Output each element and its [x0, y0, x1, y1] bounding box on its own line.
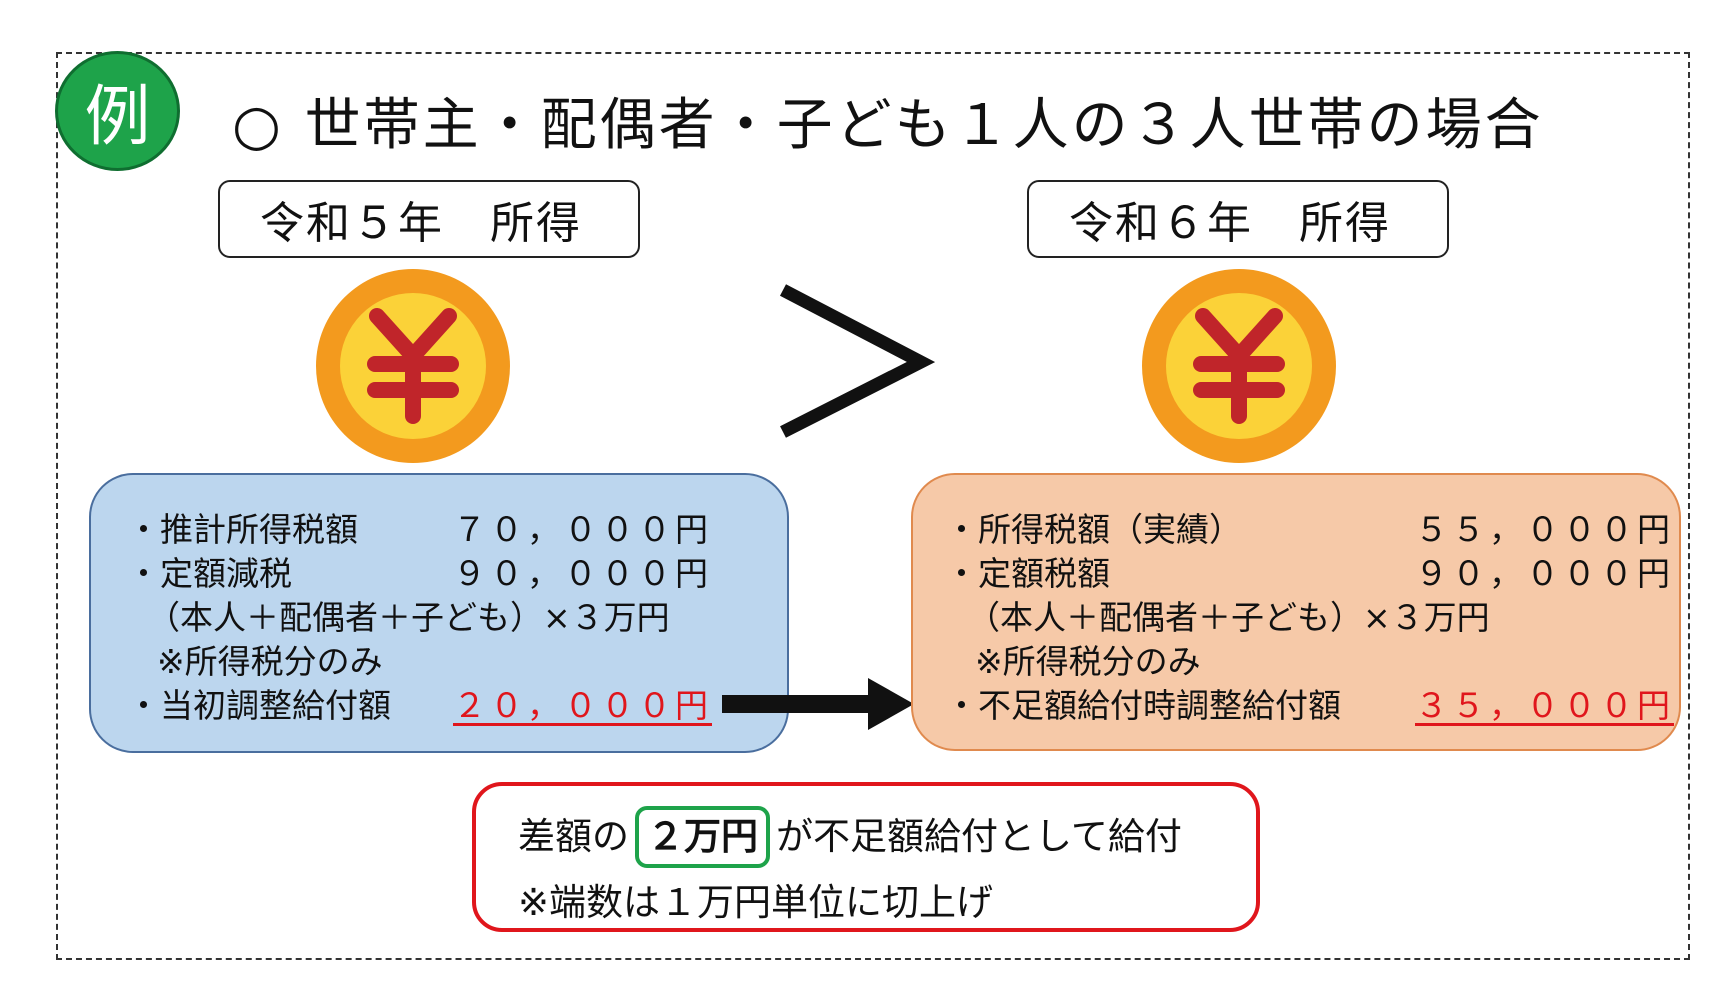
row-value: ９０，０００円 — [1415, 554, 1674, 593]
year-label-left: 令和５年 所得 — [218, 180, 640, 258]
row-value: ７０，０００円 — [453, 510, 712, 549]
actual-tax-panel: ・所得税額（実績） ５５，０００円 ・定額税額 ９０，０００円 （本人＋配偶者＋… — [911, 473, 1681, 751]
row-label: （本人＋配偶者＋子ども）×３万円 — [147, 598, 670, 637]
yen-coin-icon — [316, 269, 510, 463]
row-label: ※所得税分のみ — [975, 642, 1201, 681]
year-label-right: 令和６年 所得 — [1027, 180, 1449, 258]
example-badge: 例 — [55, 51, 180, 171]
row-label: ・推計所得税額 — [127, 510, 358, 549]
row-value: ９０，０００円 — [453, 554, 712, 593]
row-label: ・定額減税 — [127, 554, 292, 593]
right-arrow-icon — [722, 678, 914, 730]
row-label: （本人＋配偶者＋子ども）×３万円 — [967, 598, 1490, 637]
yen-coin-icon — [1142, 269, 1336, 463]
greater-than-icon — [779, 284, 935, 438]
estimated-tax-panel: ・推計所得税額 ７０，０００円 ・定額減税 ９０，０００円 （本人＋配偶者＋子ど… — [89, 473, 789, 753]
rounding-note: ※端数は１万円単位に切上げ — [518, 881, 994, 924]
difference-amount-badge: ２万円 — [635, 806, 770, 868]
note-suffix: が不足額給付として給付 — [776, 815, 1182, 858]
row-label: ・所得税額（実績） — [945, 510, 1242, 549]
row-value-highlight: ２０，０００円 — [453, 686, 712, 725]
row-label: ・定額税額 — [945, 554, 1110, 593]
row-label: ・当初調整給付額 — [127, 686, 391, 725]
note-prefix: 差額の — [518, 815, 629, 858]
row-value: ５５，０００円 — [1415, 510, 1674, 549]
page-title: ○ 世帯主・配偶者・子ども１人の３人世帯の場合 — [232, 93, 1544, 158]
example-frame — [56, 52, 1690, 960]
row-label: ※所得税分のみ — [157, 642, 383, 681]
row-value-highlight: ３５，０００円 — [1415, 686, 1674, 725]
row-label: ・不足額給付時調整給付額 — [945, 686, 1341, 725]
